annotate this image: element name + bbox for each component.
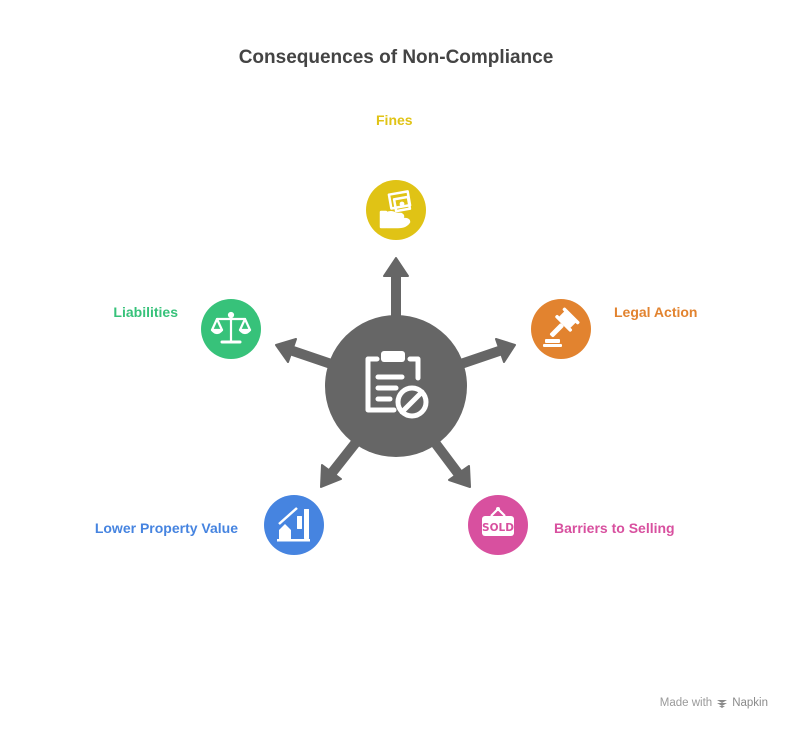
gavel-icon — [543, 307, 580, 347]
house-chart-icon — [277, 507, 310, 542]
footer-made-with: Made with — [659, 697, 713, 709]
cash-hand-icon — [379, 190, 412, 229]
arrow-liabilities — [275, 338, 339, 371]
footer-brand: Napkin — [732, 697, 768, 709]
label-lower-property-value: Lower Property Value — [94, 520, 238, 536]
label-liabilities: Liabilities — [113, 304, 178, 320]
sold-sign-text: SOLD — [482, 522, 514, 534]
arrow-legal-action — [453, 338, 516, 371]
napkin-logo-icon — [717, 700, 728, 708]
label-barriers-to-selling: Barriers to Selling — [554, 520, 675, 536]
footer-attribution[interactable]: Made with Napkin — [660, 697, 768, 709]
label-fines: Fines — [376, 112, 413, 128]
label-legal-action: Legal Action — [614, 304, 698, 320]
lower-property-value-node — [264, 495, 324, 555]
clipboard-prohibited-icon — [365, 351, 429, 419]
sold-sign-icon: SOLD — [482, 507, 514, 536]
scales-icon — [210, 311, 252, 344]
diagram-title: Consequences of Non-Compliance — [238, 47, 554, 68]
arrow-fines — [383, 257, 409, 318]
